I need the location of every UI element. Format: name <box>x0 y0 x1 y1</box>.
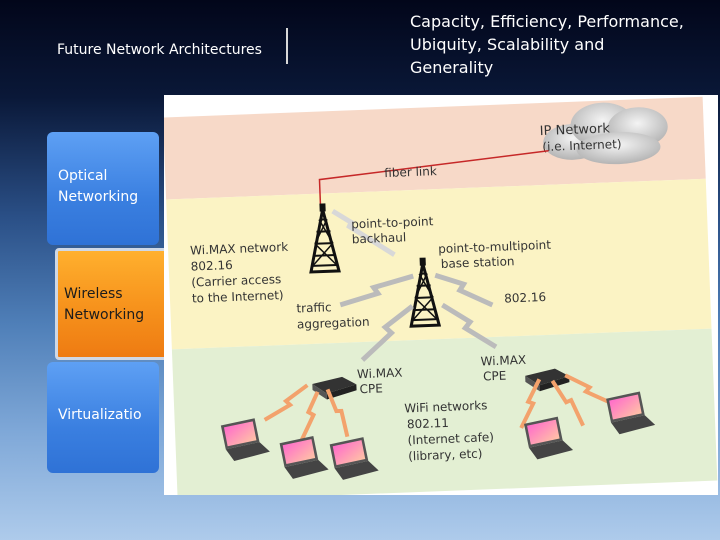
cpe-right-label: CPE <box>483 369 507 384</box>
header-right-line: Capacity, Efficiency, Performance, <box>410 12 684 31</box>
tab-label: Networking <box>58 189 139 205</box>
header-right-title: Capacity, Efficiency, Performance, Ubiqu… <box>410 10 710 79</box>
backhaul-link <box>331 208 396 257</box>
wimax-network-label: 802.16 <box>190 258 233 274</box>
ptmp-label: point-to-multipoint <box>438 238 552 256</box>
tab-label: Virtualizatio <box>58 407 142 423</box>
traffic-label: aggregation <box>297 315 370 332</box>
fiber-link-line <box>318 150 549 208</box>
tab-label: Wireless <box>64 286 123 302</box>
cpe-left-label: CPE <box>359 381 383 396</box>
internet-band <box>164 96 706 200</box>
wifi-label: (library, etc) <box>408 447 483 464</box>
tab-label: Optical <box>58 168 108 184</box>
header-left-title: Future Network Architectures <box>57 42 262 58</box>
cloud-icon <box>543 102 668 165</box>
ptmp-label: base station <box>441 254 515 271</box>
wimax-network-label: (Carrier access <box>191 272 281 289</box>
wimax-network-label: to the Internet) <box>192 288 284 306</box>
wimax-network-label: Wi.MAX network <box>190 240 289 258</box>
carrier-band <box>166 178 712 350</box>
cloud-label: (i.e. Internet) <box>542 137 622 154</box>
ptp-label: backhaul <box>352 230 407 246</box>
tab-label: Networking <box>64 307 145 323</box>
ptp-label: point-to-point <box>351 214 434 231</box>
fiber-link-label: fiber link <box>384 164 437 180</box>
tab-virtualization[interactable]: Virtualizatio <box>47 362 159 473</box>
tab-wireless-networking[interactable]: Wireless Networking <box>55 248 181 360</box>
cpe-left-label: Wi.MAX <box>357 366 403 382</box>
header-right-line: Ubiquity, Scalability and <box>410 35 605 54</box>
network-diagram: IP Network (i.e. Internet) fiber link po… <box>164 95 718 495</box>
wifi-label: (Internet cafe) <box>407 430 494 447</box>
traffic-label: traffic <box>296 300 332 315</box>
cpe-right-label: Wi.MAX <box>480 353 526 369</box>
wifi-label: 802.11 <box>407 416 450 432</box>
cloud-label: IP Network <box>540 121 611 139</box>
standard-label: 802.16 <box>504 290 547 306</box>
header-right-line: Generality <box>410 58 494 77</box>
wifi-label: WiFi networks <box>404 398 488 415</box>
header-divider <box>286 28 288 64</box>
tab-optical-networking[interactable]: Optical Networking <box>47 132 159 245</box>
